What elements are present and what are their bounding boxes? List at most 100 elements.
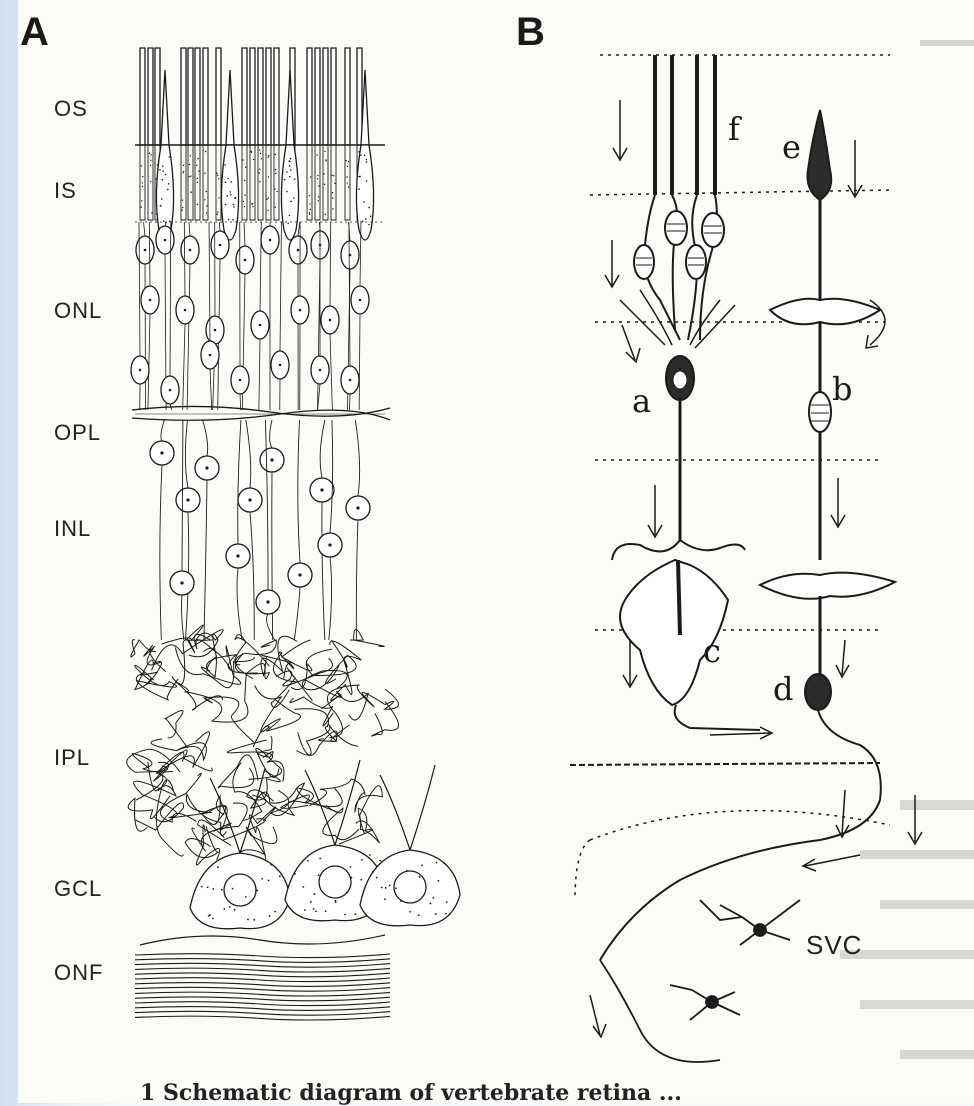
nissl-granule — [335, 900, 337, 902]
granule — [258, 172, 259, 173]
nissl-granule — [360, 879, 362, 881]
nucleolus — [205, 466, 208, 469]
granule — [366, 161, 368, 163]
granule — [252, 203, 253, 204]
granule — [348, 161, 349, 162]
granule — [233, 204, 235, 206]
layer-label-os: OS — [54, 96, 88, 122]
granule — [142, 176, 143, 177]
nucleolus — [214, 329, 217, 332]
granule — [251, 151, 252, 152]
granule — [363, 201, 365, 203]
nissl-granule — [400, 900, 402, 902]
granule — [331, 175, 332, 176]
granule — [189, 164, 190, 165]
nucleolus — [169, 389, 172, 392]
nucleolus — [329, 319, 332, 322]
rod-outer-segment — [148, 48, 153, 145]
granule — [318, 185, 319, 186]
granule — [151, 212, 152, 213]
nissl-granule — [208, 915, 210, 917]
granule — [149, 153, 150, 154]
nucleolus — [269, 239, 272, 242]
granule — [259, 149, 260, 150]
granule — [324, 151, 325, 152]
granule — [182, 200, 183, 201]
granule — [370, 215, 372, 217]
nissl-granule — [418, 914, 420, 916]
nissl-granule — [294, 873, 296, 875]
granule — [142, 182, 143, 183]
nissl-granule — [304, 909, 306, 911]
granule — [224, 164, 226, 166]
granule — [227, 178, 229, 180]
nucleolus — [248, 498, 251, 501]
granule — [332, 208, 333, 209]
rod-outer-segment — [195, 48, 200, 145]
nucleolus — [160, 451, 163, 454]
granule — [190, 191, 191, 192]
nucleolus — [236, 554, 239, 557]
nissl-granule — [384, 898, 386, 900]
nissl-granule — [421, 864, 423, 866]
granule — [161, 198, 163, 200]
granule — [183, 165, 184, 166]
nissl-granule — [361, 859, 363, 861]
granule — [150, 181, 151, 182]
rod-outer-segment — [315, 48, 320, 145]
cell-label-f: f — [728, 110, 740, 148]
rod-outer-segment — [140, 48, 145, 145]
nissl-granule — [389, 885, 391, 887]
granule — [268, 155, 269, 156]
nissl-granule — [221, 889, 223, 891]
granule — [218, 197, 219, 198]
nissl-granule — [438, 880, 440, 882]
granule — [205, 151, 206, 152]
rod-outer-segment — [274, 48, 279, 145]
nucleolus — [186, 498, 189, 501]
granule — [253, 159, 254, 160]
cone-inner-segment — [356, 145, 373, 240]
nucleolus — [164, 239, 167, 242]
granule — [309, 203, 310, 204]
nissl-granule — [346, 892, 348, 894]
nissl-granule — [269, 915, 271, 917]
granule — [268, 176, 269, 177]
granule — [332, 197, 333, 198]
ganglion-nucleus — [319, 866, 351, 898]
nissl-granule — [344, 914, 346, 916]
nissl-granule — [256, 889, 258, 891]
granule — [360, 154, 362, 156]
granule — [287, 223, 289, 225]
granule — [190, 175, 191, 176]
granule — [347, 166, 348, 167]
nissl-granule — [376, 877, 378, 879]
granule — [317, 178, 318, 179]
nissl-granule — [245, 896, 247, 898]
rod-outer-segment — [155, 48, 160, 145]
granule — [182, 207, 183, 208]
nucleolus — [356, 506, 359, 509]
granule — [289, 165, 291, 167]
granule — [309, 195, 310, 196]
nissl-granule — [201, 886, 203, 888]
rod-outer-segment — [188, 48, 193, 145]
nissl-granule — [229, 906, 231, 908]
nissl-granule — [319, 858, 321, 860]
layer-label-onf: ONF — [54, 960, 103, 986]
granule — [348, 186, 349, 187]
granule — [268, 156, 269, 157]
granule — [289, 176, 291, 178]
granule — [274, 188, 275, 189]
granule — [334, 183, 335, 184]
granule — [198, 170, 199, 171]
nissl-granule — [381, 887, 383, 889]
granule — [243, 201, 244, 202]
granule — [159, 169, 161, 171]
granule — [217, 214, 218, 215]
granule — [286, 191, 288, 193]
granule — [231, 181, 233, 183]
layer-label-gcl: GCL — [54, 876, 102, 902]
granule — [218, 178, 219, 179]
granule — [150, 165, 151, 166]
